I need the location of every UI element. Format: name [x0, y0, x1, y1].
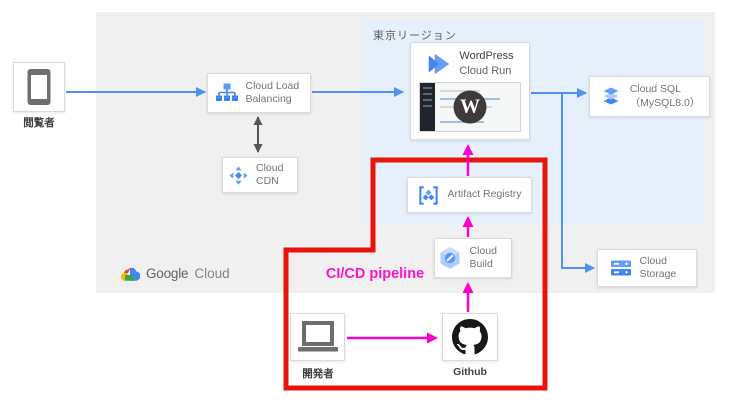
cloud-cdn-label: Cloud CDN: [256, 161, 284, 187]
wordpress-logo-icon: W: [453, 90, 487, 124]
github-label: Github: [453, 366, 487, 378]
google-cloud-logo: Google Cloud: [120, 265, 230, 281]
cloud-storage-icon: [610, 260, 631, 276]
wordpress-header: WordPress Cloud Run: [426, 49, 514, 78]
wordpress-cloud-run-node: WordPress Cloud Run W: [410, 42, 530, 140]
cloud-sql-node: Cloud SQL （MySQL8.0）: [589, 76, 710, 117]
cloud-sql-label: Cloud SQL: [629, 83, 682, 96]
google-cloud-logo-icon: [120, 267, 140, 281]
cloud-storage-label: Cloud Storage: [639, 254, 677, 280]
smartphone-icon: [27, 69, 51, 105]
cloud-cdn-node: Cloud CDN: [222, 157, 298, 193]
cloud-load-balancing-node: Cloud Load Balancing: [207, 73, 311, 113]
wordpress-title: WordPress: [459, 50, 514, 63]
cloud-build-icon: [439, 246, 460, 270]
tokyo-region-label: 東京リージョン: [373, 30, 457, 42]
artifact-registry-node: Artifact Registry: [407, 177, 532, 213]
viewer-label: 閲覧者: [23, 117, 55, 129]
artifact-registry-icon: [419, 185, 439, 205]
cloud-build-node: Cloud Build: [434, 238, 512, 278]
cloud-storage-node: Cloud Storage: [597, 249, 697, 287]
developer-node: [290, 313, 345, 361]
cloud-cdn-icon: [229, 165, 248, 185]
cloud-run-icon: [429, 53, 450, 74]
cloud-brand-text: Cloud: [194, 265, 230, 281]
artifact-registry-label: Artifact Registry: [447, 188, 522, 201]
load-balancer-icon: [215, 83, 238, 101]
cicd-magenta-arrows: [347, 144, 474, 344]
laptop-icon: [297, 321, 338, 352]
cloud-load-balancing-label: Cloud Load Balancing: [245, 79, 300, 105]
cloud-build-label: Cloud Build: [469, 244, 497, 270]
blue-flow-arrows: [66, 87, 595, 273]
cloud-sql-version: （MySQL8.0）: [629, 96, 701, 109]
cloud-sql-icon: [603, 87, 619, 105]
cloud-run-subtitle: Cloud Run: [459, 64, 512, 77]
cicd-pipeline-label: CI/CD pipeline: [325, 266, 425, 282]
viewer-node: [13, 62, 65, 112]
github-node: [442, 313, 498, 361]
wordpress-admin-screenshot: W: [419, 81, 521, 132]
cicd-red-outline: [283, 157, 548, 391]
google-brand-text: Google: [146, 265, 189, 281]
wp-admin-sidebar: [420, 82, 435, 131]
github-icon: [452, 319, 488, 355]
developer-label: 開発者: [302, 368, 334, 380]
